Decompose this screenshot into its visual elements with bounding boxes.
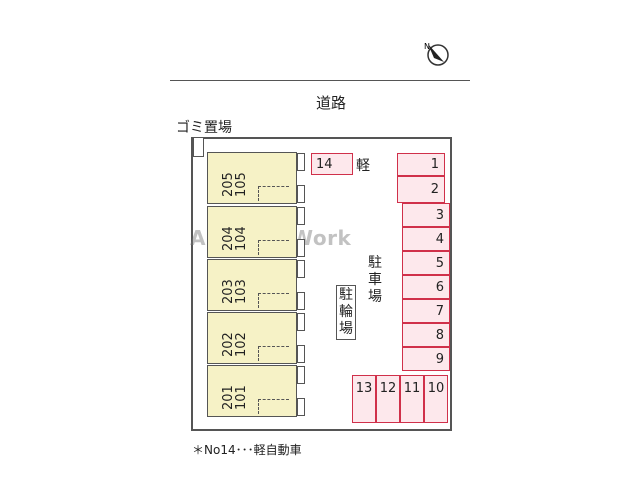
unit-number-lower: 105	[234, 172, 249, 197]
north-arrow-icon: N	[424, 42, 449, 66]
dwelling-unit	[207, 206, 297, 258]
dwelling-unit	[207, 152, 297, 204]
unit-number-lower: 101	[234, 385, 249, 410]
parking-spot: 1	[397, 153, 445, 176]
unit-balcony-step	[297, 153, 305, 171]
parking-spot: 10	[424, 375, 448, 423]
kei-label: 軽	[356, 158, 370, 174]
garbage-label: ゴミ置場	[176, 120, 232, 136]
parking-number: 6	[435, 279, 444, 295]
parking-spot: 9	[402, 347, 450, 371]
compass-letter: N	[424, 42, 430, 51]
parking-number: 3	[435, 207, 444, 223]
unit-stair-outline	[258, 293, 289, 308]
parking-number: 11	[403, 381, 421, 396]
parking-spot: 4	[402, 227, 450, 251]
bicycle-parking-label: 駐 輪 場	[336, 285, 356, 340]
garbage-area	[193, 137, 204, 157]
road-line	[170, 80, 470, 81]
parking-number: 2	[430, 182, 439, 197]
road-label: 道路	[316, 94, 347, 112]
parking-number: 9	[435, 351, 444, 367]
parking-number: 8	[435, 327, 444, 343]
unit-balcony-step	[297, 239, 305, 257]
unit-balcony-step	[297, 185, 305, 203]
parking-number: 13	[355, 381, 373, 396]
parking-number: 1	[430, 157, 439, 172]
parking-spot-14: 14	[311, 153, 353, 175]
parking-area-label: 駐 車 場	[368, 255, 382, 305]
parking-spot: 2	[397, 176, 445, 203]
unit-number-lower: 102	[234, 332, 249, 357]
unit-balcony-step	[297, 292, 305, 310]
unit-stair-outline	[258, 399, 289, 414]
parking-spot: 5	[402, 251, 450, 275]
parking-number: 14	[316, 156, 333, 172]
parking-number: 4	[435, 231, 444, 247]
parking-spot: 3	[402, 203, 450, 227]
unit-number-lower: 103	[234, 279, 249, 304]
parking-number: 5	[435, 255, 444, 271]
parking-spot: 12	[376, 375, 400, 423]
unit-stair-outline	[258, 240, 289, 255]
unit-stair-outline	[258, 346, 289, 361]
unit-balcony-step	[297, 345, 305, 363]
unit-balcony-step	[297, 313, 305, 331]
footnote: ＊No14･･･軽自動車	[192, 443, 302, 457]
parking-spot: 11	[400, 375, 424, 423]
unit-stair-outline	[258, 186, 289, 201]
parking-spot: 7	[402, 299, 450, 323]
unit-balcony-step	[297, 260, 305, 278]
parking-number: 12	[379, 381, 397, 396]
parking-spot: 13	[352, 375, 376, 423]
dwelling-unit	[207, 312, 297, 364]
site-boundary	[191, 137, 452, 431]
unit-balcony-step	[297, 207, 305, 225]
unit-balcony-step	[297, 366, 305, 384]
parking-number: 7	[435, 303, 444, 319]
dwelling-unit	[207, 365, 297, 417]
dwelling-unit	[207, 259, 297, 311]
parking-spot: 6	[402, 275, 450, 299]
parking-spot: 8	[402, 323, 450, 347]
parking-number: 10	[427, 381, 445, 396]
unit-number-lower: 104	[234, 226, 249, 251]
unit-balcony-step	[297, 398, 305, 416]
